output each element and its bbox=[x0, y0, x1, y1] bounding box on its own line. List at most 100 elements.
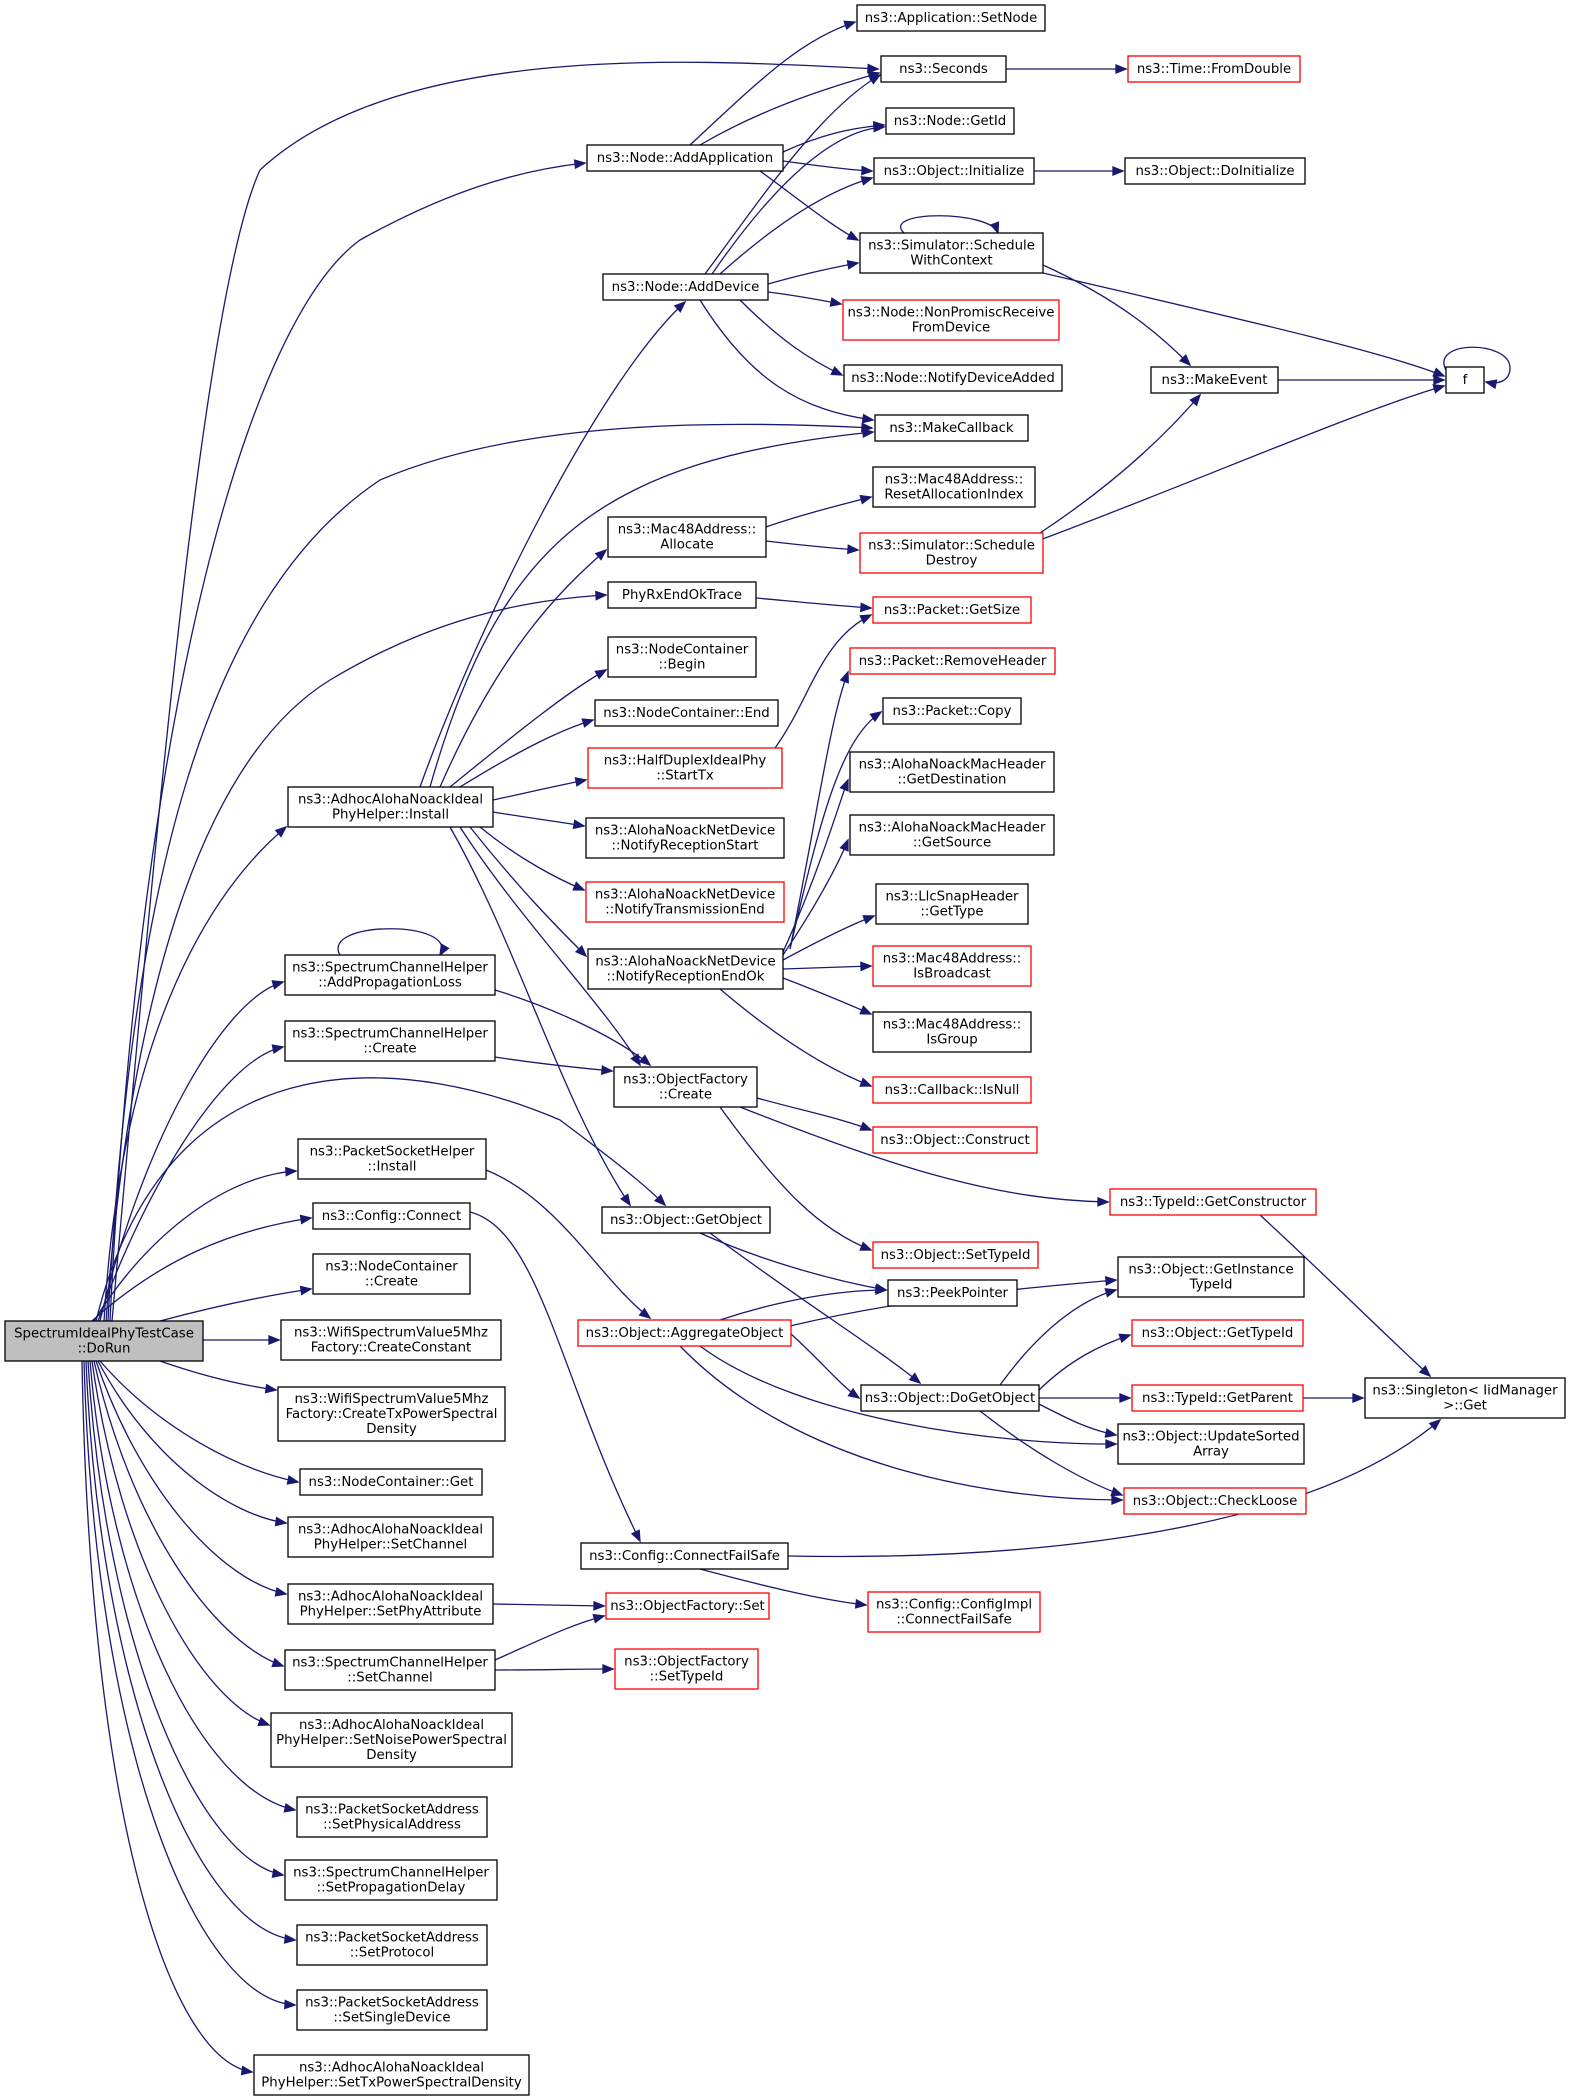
function-node[interactable]: ns3::Object::AggregateObject bbox=[577, 1319, 792, 1347]
node-label: Destroy bbox=[926, 554, 978, 569]
function-node[interactable]: f bbox=[1445, 366, 1485, 394]
function-node[interactable]: ns3::Node::AddDevice bbox=[602, 273, 769, 301]
node-box bbox=[1124, 157, 1306, 185]
function-node[interactable]: ns3::Callback::IsNull bbox=[872, 1076, 1032, 1104]
arrowhead-root-to-n2 bbox=[867, 63, 880, 74]
node-label: ns3::Object::UpdateSorted bbox=[1122, 1430, 1299, 1445]
function-node[interactable]: ns3::SpectrumChannelHelper::SetChannel bbox=[284, 1649, 496, 1691]
function-node[interactable]: ns3::Config::Connect bbox=[312, 1202, 471, 1230]
function-node[interactable]: ns3::ObjectFactory::Set bbox=[605, 1592, 770, 1620]
function-node[interactable]: ns3::Object::CheckLoose bbox=[1123, 1487, 1307, 1515]
node-box bbox=[312, 1253, 471, 1295]
node-label: ns3::AdhocAlohaNoackIdeal bbox=[298, 793, 483, 808]
function-node[interactable]: ns3::SpectrumChannelHelper::SetPropagati… bbox=[284, 1859, 498, 1901]
node-label: IsGroup bbox=[926, 1033, 977, 1048]
function-node[interactable]: ns3::PeekPointer bbox=[887, 1279, 1018, 1307]
function-node[interactable]: ns3::Config::ConnectFailSafe bbox=[580, 1542, 789, 1570]
function-node[interactable]: ns3::ObjectFactory::SetTypeId bbox=[614, 1648, 759, 1690]
function-node[interactable]: ns3::AlohaNoackNetDevice::NotifyTransmis… bbox=[585, 881, 785, 923]
node-box bbox=[1109, 1188, 1317, 1216]
arrowhead-n32-to-n21 bbox=[839, 670, 849, 684]
function-node[interactable]: ns3::Mac48Address::Allocate bbox=[607, 516, 767, 558]
function-node[interactable]: ns3::Packet::RemoveHeader bbox=[849, 647, 1056, 675]
function-node[interactable]: ns3::Singleton< IidManager>::Get bbox=[1364, 1377, 1566, 1419]
function-node[interactable]: ns3::Object::DoInitialize bbox=[1124, 157, 1306, 185]
node-label: PhyHelper::SetChannel bbox=[314, 1538, 467, 1553]
node-label: PhyHelper::SetNoisePowerSpectral bbox=[276, 1733, 507, 1748]
function-node[interactable]: ns3::LlcSnapHeader::GetType bbox=[875, 883, 1029, 925]
function-node[interactable]: ns3::WifiSpectrumValue5MhzFactory::Creat… bbox=[280, 1319, 502, 1361]
edge-n32-to-n25 bbox=[782, 779, 849, 953]
function-node[interactable]: ns3::NodeContainer::Get bbox=[299, 1468, 483, 1496]
function-node[interactable]: ns3::Mac48Address::IsGroup bbox=[872, 1011, 1032, 1053]
edge-n58-to-n60 bbox=[699, 1568, 867, 1606]
function-node[interactable]: ns3::NodeContainer::Begin bbox=[607, 636, 757, 678]
arrowhead-root-to-n66 bbox=[271, 1868, 285, 1878]
node-label: ns3::AlohaNoackMacHeader bbox=[859, 758, 1046, 773]
arrowhead-n62-to-n61 bbox=[592, 1613, 606, 1624]
node-label: ns3::SpectrumChannelHelper bbox=[292, 1027, 488, 1042]
function-node[interactable]: ns3::PacketSocketAddress::SetProtocol bbox=[296, 1924, 488, 1966]
node-label: ns3::AlohaNoackNetDevice bbox=[595, 955, 775, 970]
function-node[interactable]: ns3::Object::DoGetObject bbox=[860, 1384, 1040, 1412]
node-label: ns3::Node::GetId bbox=[894, 114, 1007, 129]
edge-root-to-n64 bbox=[91, 1360, 270, 1726]
function-node[interactable]: ns3::AdhocAlohaNoackIdealPhyHelper::SetP… bbox=[287, 1583, 494, 1625]
function-node[interactable]: ns3::AdhocAlohaNoackIdealPhyHelper::SetN… bbox=[270, 1712, 513, 1768]
function-node[interactable]: ns3::Application::SetNode bbox=[856, 4, 1046, 32]
function-node[interactable]: ns3::Mac48Address::IsBroadcast bbox=[872, 945, 1032, 987]
node-box bbox=[287, 1583, 494, 1625]
node-box bbox=[1131, 1384, 1304, 1412]
function-node[interactable]: ns3::SpectrumChannelHelper::AddPropagati… bbox=[284, 954, 496, 996]
function-node[interactable]: ns3::Node::GetId bbox=[885, 107, 1015, 135]
arrowhead-root-to-n26 bbox=[274, 825, 288, 838]
function-node[interactable]: ns3::TypeId::GetParent bbox=[1131, 1384, 1304, 1412]
function-node[interactable]: ns3::Node::AddApplication bbox=[586, 144, 784, 172]
node-box bbox=[872, 1011, 1032, 1053]
function-node[interactable]: ns3::AdhocAlohaNoackIdealPhyHelper::SetC… bbox=[287, 1516, 494, 1558]
node-label: ns3::Object::SetTypeId bbox=[881, 1248, 1031, 1263]
function-node[interactable]: ns3::MakeCallback bbox=[874, 414, 1029, 442]
function-node[interactable]: ns3::MakeEvent bbox=[1150, 366, 1279, 394]
function-node[interactable]: ns3::AdhocAlohaNoackIdealPhyHelper::SetT… bbox=[253, 2054, 530, 2096]
function-node[interactable]: ns3::AlohaNoackMacHeader::GetSource bbox=[849, 814, 1055, 856]
function-node[interactable]: ns3::PacketSocketHelper::Install bbox=[297, 1138, 487, 1180]
function-node[interactable]: ns3::AdhocAlohaNoackIdealPhyHelper::Inst… bbox=[287, 786, 494, 828]
function-node[interactable]: ns3::Object::GetTypeId bbox=[1131, 1319, 1304, 1347]
node-box bbox=[270, 1712, 513, 1768]
function-node[interactable]: ns3::Mac48Address::ResetAllocationIndex bbox=[872, 466, 1036, 508]
function-node[interactable]: PhyRxEndOkTrace bbox=[607, 581, 757, 609]
function-node[interactable]: ns3::TypeId::GetConstructor bbox=[1109, 1188, 1317, 1216]
function-node[interactable]: ns3::ObjectFactory::Create bbox=[613, 1066, 758, 1108]
function-node[interactable]: ns3::SpectrumChannelHelper::Create bbox=[284, 1020, 496, 1062]
function-node[interactable]: ns3::PacketSocketAddress::SetSingleDevic… bbox=[296, 1989, 488, 2031]
edge-n36-to-n43 bbox=[719, 1106, 872, 1251]
function-node[interactable]: ns3::HalfDuplexIdealPhy::StartTx bbox=[587, 747, 783, 789]
function-node[interactable]: ns3::AlohaNoackMacHeader::GetDestination bbox=[849, 751, 1055, 793]
edge-root-to-n39 bbox=[93, 1170, 297, 1322]
function-node[interactable]: ns3::Seconds bbox=[880, 55, 1007, 83]
function-node[interactable]: ns3::Packet::GetSize bbox=[872, 596, 1032, 624]
function-node[interactable]: ns3::NodeContainer::End bbox=[594, 699, 779, 727]
function-node[interactable]: ns3::Node::NotifyDeviceAdded bbox=[843, 364, 1063, 392]
function-node[interactable]: ns3::Packet::Copy bbox=[882, 697, 1022, 725]
function-node[interactable]: ns3::Object::GetObject bbox=[601, 1206, 771, 1234]
function-node[interactable]: ns3::Config::ConfigImpl::ConnectFailSafe bbox=[867, 1591, 1041, 1633]
node-label: ns3::Mac48Address:: bbox=[883, 1018, 1022, 1033]
function-node[interactable]: ns3::WifiSpectrumValue5MhzFactory::Creat… bbox=[277, 1386, 506, 1442]
function-node[interactable]: ns3::Object::Construct bbox=[872, 1126, 1038, 1154]
function-node[interactable]: ns3::Object::SetTypeId bbox=[872, 1241, 1039, 1269]
function-node[interactable]: ns3::Object::Initialize bbox=[873, 157, 1035, 185]
function-node[interactable]: ns3::Time::FromDouble bbox=[1127, 55, 1301, 83]
function-node[interactable]: ns3::PacketSocketAddress::SetPhysicalAdd… bbox=[296, 1796, 488, 1838]
node-box bbox=[872, 1076, 1032, 1104]
function-node[interactable]: ns3::NodeContainer::Create bbox=[312, 1253, 471, 1295]
function-node[interactable]: ns3::AlohaNoackNetDevice::NotifyReceptio… bbox=[585, 817, 785, 859]
node-box bbox=[875, 883, 1029, 925]
function-node[interactable]: ns3::AlohaNoackNetDevice::NotifyReceptio… bbox=[587, 948, 784, 990]
